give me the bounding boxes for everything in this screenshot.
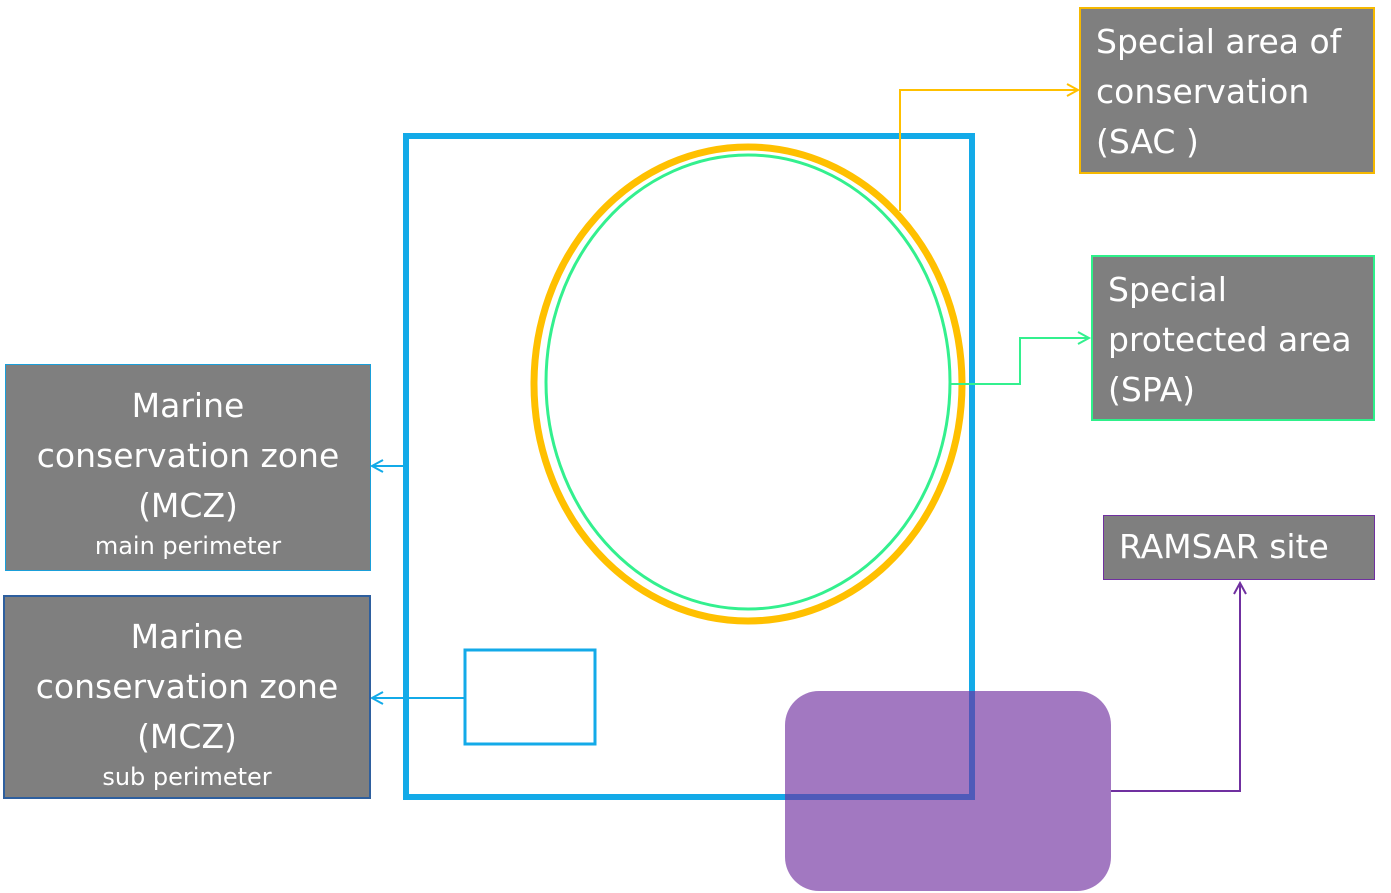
ramsar-line1: RAMSAR site [1119, 527, 1329, 566]
mcz-sub-perimeter [463, 648, 597, 746]
sac-line1: Special area of [1096, 22, 1342, 61]
ramsar-arrowhead [1233, 580, 1247, 595]
mcz-sub-line1: Marine [130, 617, 244, 656]
sac-connector [899, 89, 1077, 211]
sac-line3: (SAC ) [1096, 122, 1199, 161]
mcz-sub-arrowhead [369, 691, 384, 705]
spa-label-box: Special protected area (SPA) [1091, 255, 1375, 421]
mcz-main-line1: Marine [131, 385, 245, 425]
mcz-main-line3: (MCZ) [138, 485, 238, 525]
spa-connector [950, 337, 1088, 385]
mcz-sub-label-box: Marine conservation zone (MCZ) sub perim… [3, 595, 371, 799]
mcz-main-line2: conservation zone [36, 435, 340, 475]
mcz-sub-line2: conservation zone [35, 667, 339, 706]
spa-arrowhead [1077, 331, 1092, 345]
sac-label-box: Special area of conservation (SAC ) [1079, 7, 1375, 174]
mcz-main-label-box: Marine conservation zone (MCZ) main peri… [5, 364, 371, 571]
sac-arrowhead [1066, 83, 1081, 97]
spa-line2: protected area [1108, 320, 1352, 359]
ramsar-area [785, 691, 1111, 891]
sac-area [530, 143, 966, 625]
mcz-sub-subtitle: sub perimeter [102, 763, 272, 791]
ramsar-connector [1111, 583, 1241, 792]
mcz-main-arrowhead [369, 459, 384, 473]
spa-line3: (SPA) [1108, 370, 1196, 409]
mcz-main-subtitle: main perimeter [94, 531, 282, 560]
mcz-sub-line3: (MCZ) [137, 717, 237, 756]
sac-line2: conservation [1096, 72, 1310, 111]
ramsar-label-box: RAMSAR site [1103, 515, 1375, 580]
spa-line1: Special [1108, 270, 1227, 309]
spa-area [544, 153, 952, 611]
